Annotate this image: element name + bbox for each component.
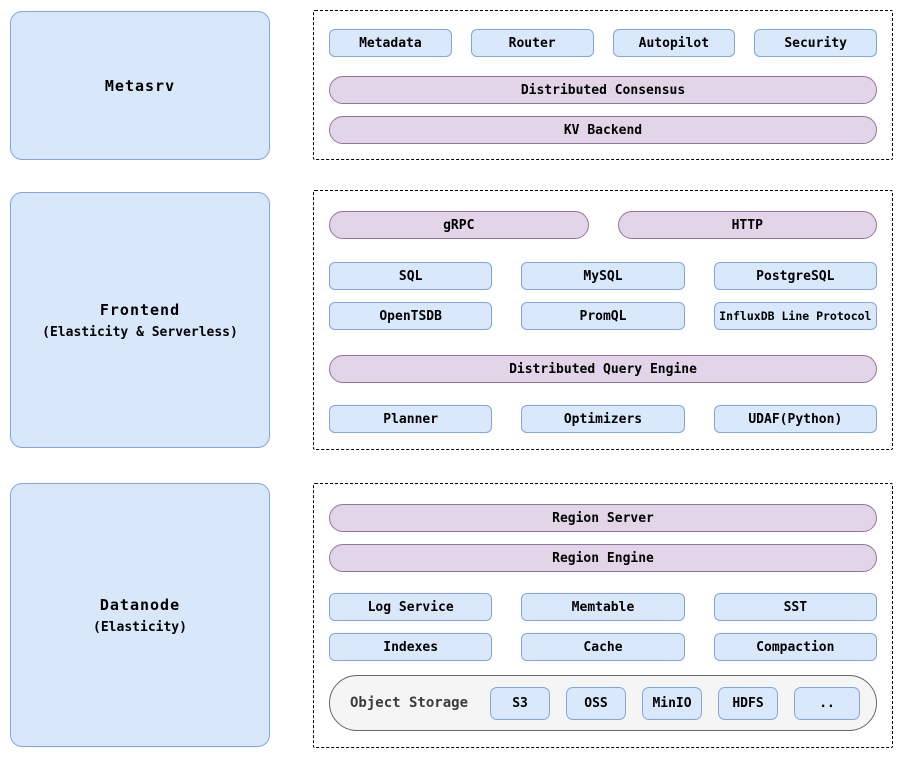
distributed-consensus-pill: Distributed Consensus (329, 76, 877, 104)
object-storage-label: Object Storage (350, 695, 469, 711)
frontend-query-languages-row: SQL MySQL PostgreSQL (329, 262, 877, 290)
datanode-node: Datanode (Elasticity) (10, 483, 270, 747)
s3-box: S3 (490, 686, 551, 720)
mysql-box: MySQL (521, 262, 685, 290)
metadata-box: Metadata (329, 29, 452, 57)
indexes-box: Indexes (329, 633, 493, 661)
influxdb-line-protocol-box: InfluxDB Line Protocol (713, 302, 877, 330)
opentsdb-box: OpenTSDB (329, 302, 493, 330)
datanode-title: Datanode (99, 595, 181, 614)
frontend-engine-components-row: Planner Optimizers UDAF(Python) (329, 405, 877, 433)
frontend-title: Frontend (99, 300, 181, 319)
datanode-maintenance-row: Indexes Cache Compaction (329, 633, 877, 661)
autopilot-box: Autopilot (612, 29, 736, 57)
region-server-pill: Region Server (329, 504, 877, 532)
other-backends-box: .. (794, 686, 861, 720)
promql-box: PromQL (521, 302, 685, 330)
hdfs-box: HDFS (718, 686, 779, 720)
memtable-box: Memtable (521, 593, 685, 621)
postgresql-box: PostgreSQL (713, 262, 877, 290)
log-service-box: Log Service (329, 593, 493, 621)
http-pill: HTTP (617, 211, 877, 239)
kv-backend-pill: KV Backend (329, 116, 877, 144)
metasrv-node: Metasrv (10, 11, 270, 160)
compaction-box: Compaction (713, 633, 877, 661)
metasrv-panel: Metadata Router Autopilot Security Distr… (313, 10, 893, 160)
frontend-panel: gRPC HTTP SQL MySQL PostgreSQL OpenTSDB … (313, 190, 893, 450)
optimizers-box: Optimizers (521, 405, 685, 433)
sst-box: SST (713, 593, 877, 621)
distributed-query-engine-pill: Distributed Query Engine (329, 355, 877, 383)
datanode-panel: Region Server Region Engine Log Service … (313, 483, 893, 748)
cache-box: Cache (521, 633, 685, 661)
sql-box: SQL (329, 262, 493, 290)
object-storage-container: Object Storage S3 OSS MinIO HDFS .. (329, 675, 877, 731)
minio-box: MinIO (642, 686, 703, 720)
security-box: Security (754, 29, 877, 57)
metasrv-components-row: Metadata Router Autopilot Security (329, 29, 877, 57)
frontend-subtitle: (Elasticity & Serverless) (42, 324, 238, 340)
frontend-ingest-protocols-row: OpenTSDB PromQL InfluxDB Line Protocol (329, 302, 877, 330)
grpc-pill: gRPC (329, 211, 589, 239)
oss-box: OSS (566, 686, 627, 720)
router-box: Router (470, 29, 594, 57)
datanode-subtitle: (Elasticity) (93, 619, 187, 635)
planner-box: Planner (329, 405, 493, 433)
region-engine-pill: Region Engine (329, 544, 877, 572)
frontend-protocols-row: gRPC HTTP (329, 211, 877, 239)
metasrv-title: Metasrv (104, 76, 176, 95)
udaf-python-box: UDAF(Python) (713, 405, 877, 433)
datanode-storage-row: Log Service Memtable SST (329, 593, 877, 621)
frontend-node: Frontend (Elasticity & Serverless) (10, 192, 270, 448)
